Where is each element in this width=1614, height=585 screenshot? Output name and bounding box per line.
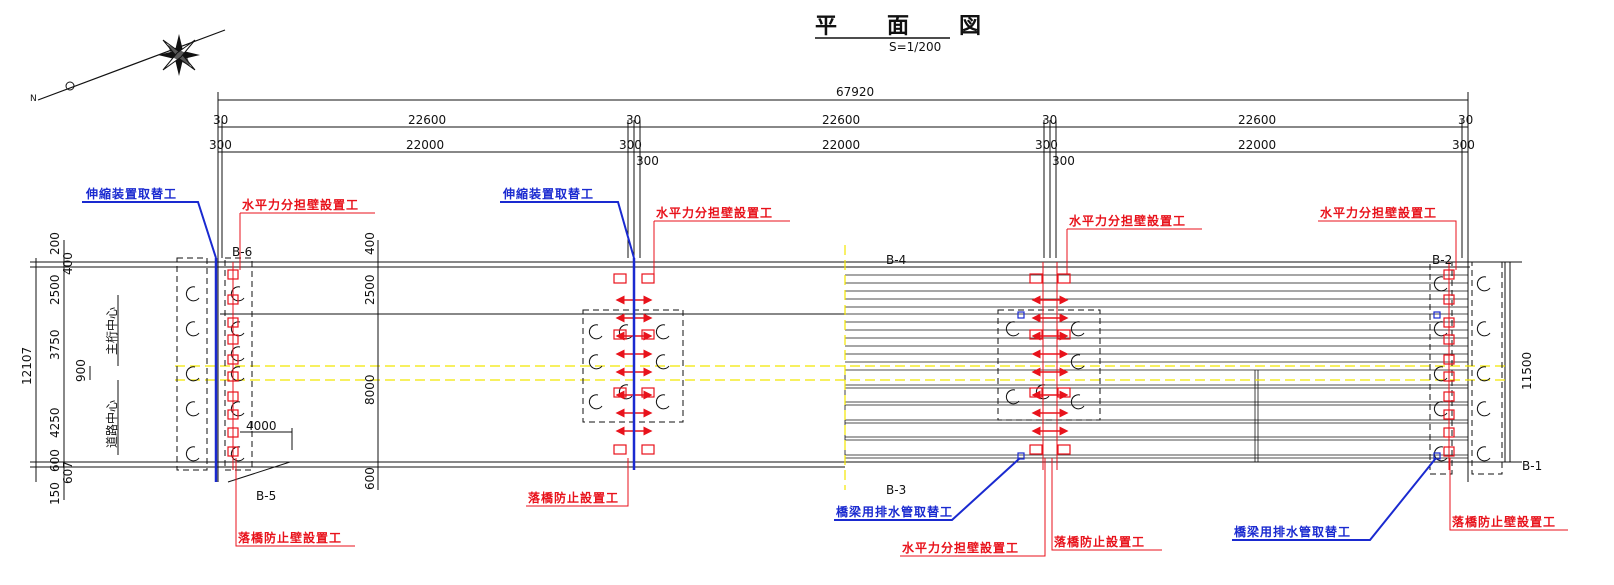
label-fall-prevent-wall-1: 落橋防止壁設置工 — [238, 530, 342, 545]
dim-left-3: 3750 — [48, 329, 62, 360]
dim-r2-2: 300 — [619, 138, 642, 152]
north-arrow-icon — [37, 29, 226, 101]
dim-left-4: 900 — [74, 359, 88, 382]
girder-lines — [844, 274, 1468, 462]
bearing-label-b5: B-5 — [256, 489, 276, 503]
dim-r2-1: 22000 — [406, 138, 444, 152]
dim-r2-5: 300 — [1035, 138, 1058, 152]
dim-r1-2: 30 — [626, 113, 641, 127]
label-horizontal-wall-4: 水平力分担壁設置工 — [1320, 205, 1437, 220]
dim-r2-0: 300 — [209, 138, 232, 152]
label-fall-prevent-wall-2: 落橋防止壁設置工 — [1452, 514, 1556, 529]
dim-left-2: 2500 — [48, 274, 62, 305]
dim-left-0: 200 — [48, 232, 62, 255]
dim-mid-0: 400 — [363, 232, 377, 255]
north-label: N — [30, 94, 37, 104]
label-expansion-joint-1: 伸縮装置取替工 — [85, 186, 177, 201]
dim-mid-3: 600 — [363, 467, 377, 490]
dim-4000: 4000 — [246, 419, 277, 433]
annotation-leaders — [82, 201, 1568, 557]
label-drain-pipe-2: 橋梁用排水管取替工 — [1234, 524, 1351, 539]
dim-r2-6: 300 — [1052, 154, 1075, 168]
dim-r1-4: 30 — [1042, 113, 1057, 127]
dim-overall: 67920 — [836, 85, 874, 99]
label-fall-prevent-2: 落橋防止設置工 — [1054, 534, 1145, 549]
label-horizontal-wall-1: 水平力分担壁設置工 — [242, 197, 359, 212]
bearing-label-b2: B-2 — [1432, 253, 1452, 267]
dim-mid-2: 8000 — [363, 374, 377, 405]
label-horizontal-wall-2: 水平力分担壁設置工 — [656, 205, 773, 220]
dim-r1-5: 22600 — [1238, 113, 1276, 127]
dim-r2-7: 22000 — [1238, 138, 1276, 152]
dim-mid-1: 2500 — [363, 274, 377, 305]
horizontal-force-walls — [227, 269, 1455, 457]
dim-left-1: 400 — [61, 252, 75, 275]
top-dimension-lines — [217, 92, 1469, 258]
dim-r2-3: 300 — [636, 154, 659, 168]
main-girder-center-label: 主桁中心 — [104, 307, 119, 355]
drawing-scale: S=1/200 — [889, 40, 941, 54]
dim-left-5: 4250 — [48, 407, 62, 438]
bearing-label-b3: B-3 — [886, 483, 906, 497]
dim-r1-3: 22600 — [822, 113, 860, 127]
road-center-label: 道路中心 — [104, 400, 119, 448]
label-horizontal-wall-5: 水平力分担壁設置工 — [902, 540, 1019, 555]
dim-left-6: 600 — [48, 449, 62, 472]
dim-r2-8: 300 — [1452, 138, 1475, 152]
label-expansion-joint-2: 伸縮装置取替工 — [502, 186, 594, 201]
dim-left-7: 607 — [61, 461, 75, 484]
dim-r1-6: 30 — [1458, 113, 1473, 127]
bearing-label-b4: B-4 — [886, 253, 906, 267]
wall-center-lines — [232, 262, 1450, 470]
drawing-title: 平 面 図 — [815, 14, 995, 39]
bearing-label-b1: B-1 — [1522, 459, 1542, 473]
dim-r2-4: 22000 — [822, 138, 860, 152]
dim-left-total: 12107 — [20, 347, 34, 385]
drain-pipes — [1017, 311, 1441, 460]
dim-r1-1: 22600 — [408, 113, 446, 127]
dim-right-total: 11500 — [1520, 352, 1534, 390]
bearing-circles — [185, 276, 1491, 462]
left-dimension-lines — [35, 240, 1511, 500]
expansion-joints — [214, 258, 636, 482]
dim-left-8: 150 — [48, 482, 62, 505]
center-lines — [175, 245, 1510, 490]
dim-r1-0: 30 — [213, 113, 228, 127]
label-horizontal-wall-3: 水平力分担壁設置工 — [1069, 213, 1186, 228]
label-fall-prevent-1: 落橋防止設置工 — [528, 490, 619, 505]
label-drain-pipe-1: 橋梁用排水管取替工 — [836, 504, 953, 519]
bearing-label-b6: B-6 — [232, 245, 252, 259]
